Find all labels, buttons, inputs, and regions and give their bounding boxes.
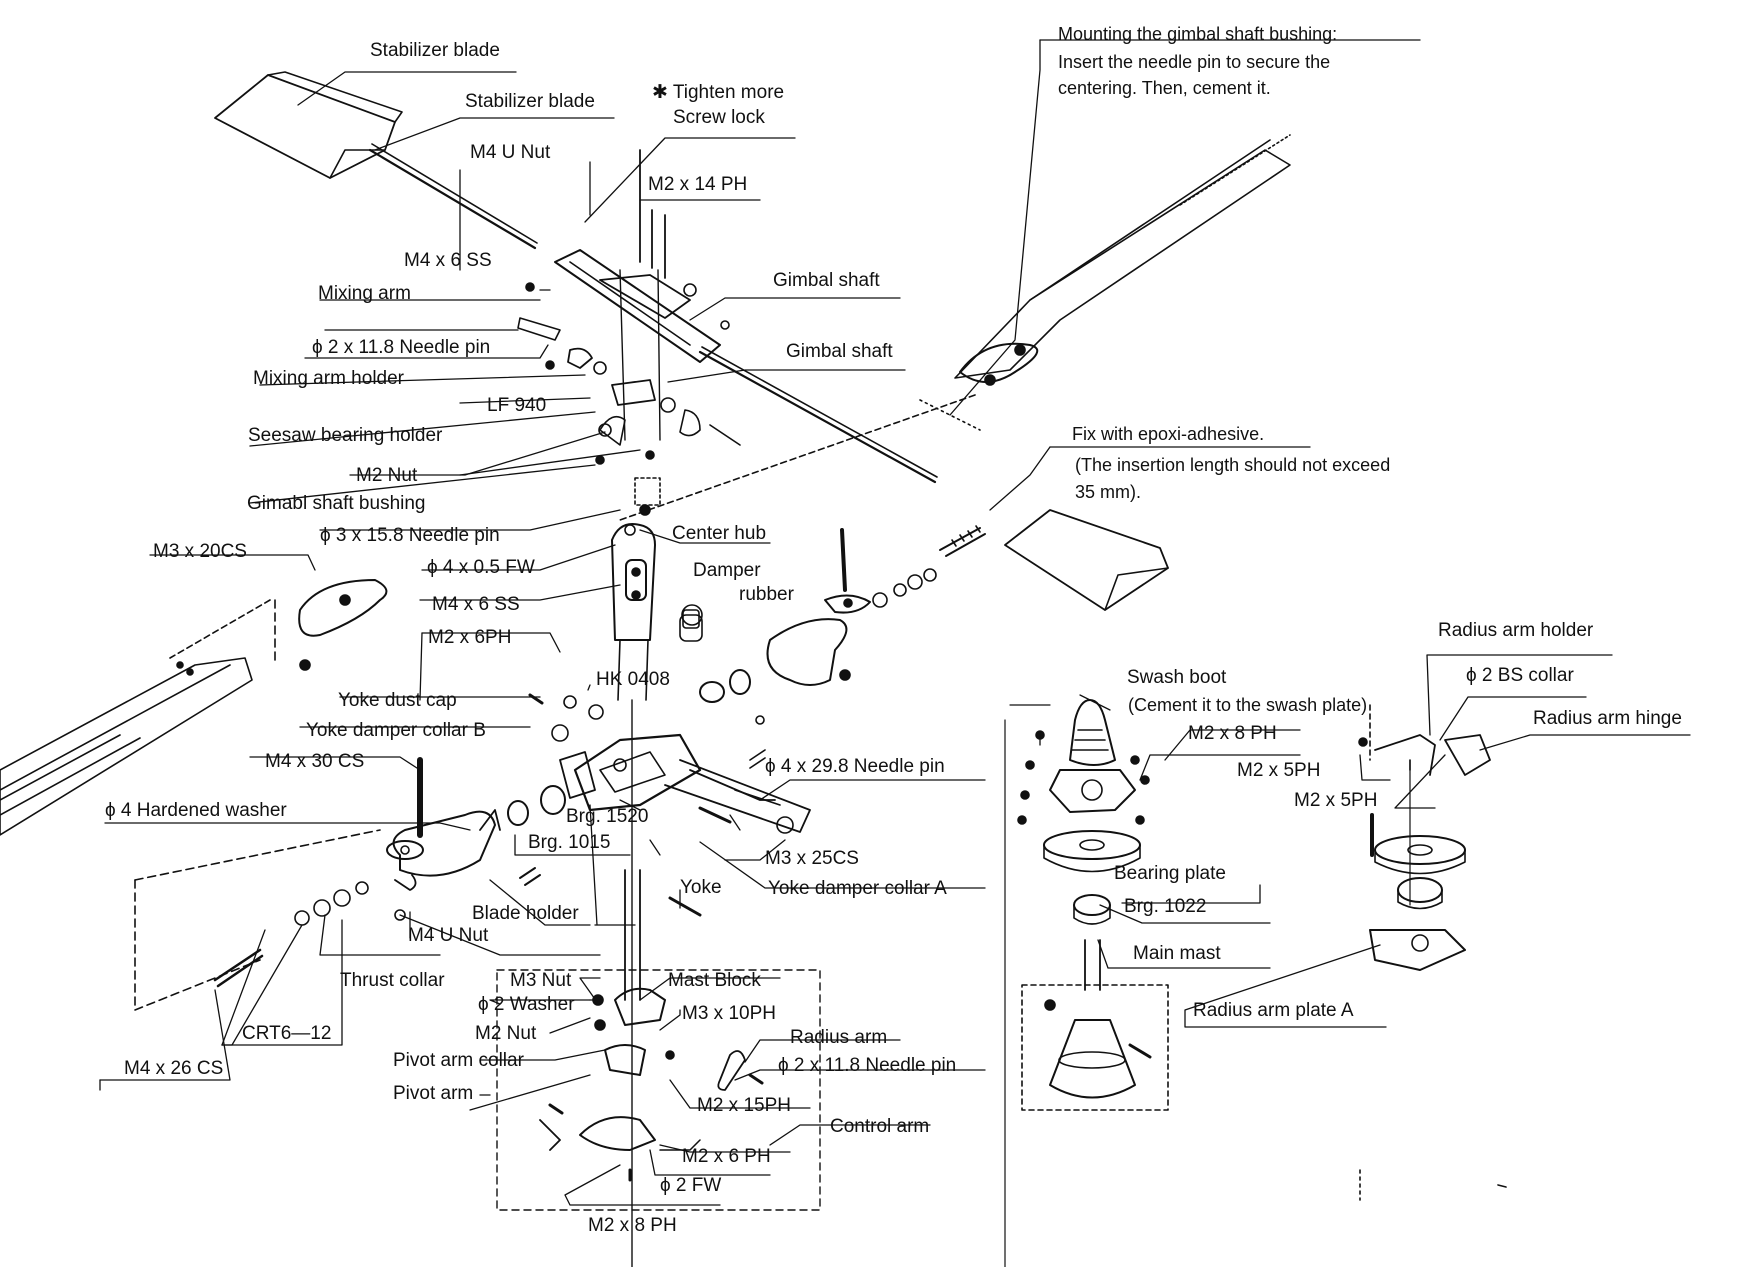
label-pivot-arm: Pivot arm — [393, 1083, 474, 1104]
label-m3x10ph: M3 x 10PH — [682, 1003, 776, 1024]
label-fw-2: ϕ 2 FW — [660, 1175, 722, 1196]
label-m4x6ss-top: M4 x 6 SS — [404, 250, 492, 271]
label-m4-u-nut-top: M4 U Nut — [470, 142, 551, 163]
label-needle-pin-3x158: ϕ 3 x 15.8 Needle pin — [320, 525, 500, 546]
label-yoke-damper-collar-b: Yoke damper collar B — [306, 720, 486, 741]
label-fw-4x05: ϕ 4 x 0.5 FW — [427, 557, 535, 578]
label-damper-1: Damper — [693, 560, 761, 581]
label-m2x5ph-2: M2 x 5PH — [1294, 790, 1378, 811]
note-gimbal-line1: Insert the needle pin to secure the — [1058, 52, 1331, 72]
label-washer-2: ϕ 2 Washer — [478, 994, 575, 1015]
label-brg1022: Brg. 1022 — [1124, 896, 1207, 917]
label-pivot-arm-collar: Pivot arm collar — [393, 1050, 524, 1071]
label-m2x15ph: M2 x 15PH — [697, 1095, 791, 1116]
label-radius-arm-plate-a: Radius arm plate A — [1193, 1000, 1354, 1021]
label-yoke-damper-collar-a: Yoke damper collar A — [768, 878, 947, 899]
label-m2x5ph-1: M2 x 5PH — [1237, 760, 1321, 781]
label-mast-block: Mast Block — [668, 970, 761, 991]
label-crt6-12: CRT6—12 — [242, 1023, 332, 1044]
stabilizer-assembly — [214, 71, 1169, 611]
label-seesaw-bearing-holder: Seesaw bearing holder — [248, 425, 443, 446]
label-brg1520: Brg. 1520 — [566, 806, 649, 827]
label-m3-nut: M3 Nut — [510, 970, 572, 991]
label-m2x14ph: M2 x 14 PH — [648, 174, 748, 195]
label-m2-nut-top: M2 Nut — [356, 465, 418, 486]
label-lf940: LF 940 — [487, 395, 547, 416]
leader-lines — [99, 39, 1691, 1206]
label-gimbal-shaft-1: Gimbal shaft — [773, 270, 880, 291]
label-swash-boot: Swash boot — [1127, 667, 1227, 688]
label-radius-arm: Radius arm — [790, 1027, 888, 1048]
note-gimbal-line2: centering. Then, cement it. — [1058, 78, 1271, 98]
radius-arm-assembly — [1358, 704, 1507, 1201]
label-radius-arm-holder: Radius arm holder — [1438, 620, 1594, 641]
center-hub-and-mast — [611, 523, 703, 1267]
label-needle-pin-4x298: ϕ 4 x 29.8 Needle pin — [765, 756, 945, 777]
label-tighten-more: ✱ Tighten more — [652, 82, 785, 103]
label-m3x25cs: M3 x 25CS — [765, 848, 859, 869]
main-rotor-blades — [0, 134, 1291, 836]
note-epoxy-title: Fix with epoxi-adhesive. — [1072, 424, 1265, 444]
gimbal-assembly — [517, 149, 741, 516]
label-stabilizer-blade-2: Stabilizer blade — [465, 91, 595, 112]
swash-plate-assembly — [1004, 699, 1169, 1267]
label-brg1015: Brg. 1015 — [528, 832, 611, 853]
label-yoke: Yoke — [680, 877, 722, 898]
note-epoxy-line1: (The insertion length should not exceed — [1075, 455, 1391, 475]
label-bearing-plate: Bearing plate — [1114, 863, 1226, 884]
note-gimbal-title: Mounting the gimbal shaft bushing: — [1058, 24, 1338, 44]
label-m2x6ph-low: M2 x 6 PH — [682, 1146, 771, 1167]
label-hardened-washer: ϕ 4 Hardened washer — [105, 800, 287, 821]
label-damper-2: rubber — [739, 584, 794, 605]
note-epoxy-line2: 35 mm). — [1075, 482, 1142, 502]
label-m4x26cs: M4 x 26 CS — [124, 1058, 224, 1079]
label-gimbal-shaft-2: Gimbal shaft — [786, 341, 893, 362]
label-center-hub: Center hub — [672, 523, 767, 544]
label-m4-u-nut-low: M4 U Nut — [408, 925, 489, 946]
label-hk0408: HK 0408 — [596, 669, 670, 690]
label-main-mast: Main mast — [1133, 943, 1221, 964]
label-m2x8ph-swash: M2 x 8 PH — [1188, 723, 1277, 744]
label-gimabl-shaft-bushing: Gimabl shaft bushing — [247, 493, 426, 514]
label-m3x20cs: M3 x 20CS — [153, 541, 247, 562]
label-blade-holder: Blade holder — [472, 903, 579, 924]
label-m4x6ss-mid: M4 x 6 SS — [432, 594, 520, 615]
label-m2x8ph-low: M2 x 8 PH — [588, 1215, 677, 1236]
label-thrust-collar: Thrust collar — [340, 970, 445, 991]
mast-block-assembly — [496, 969, 821, 1211]
label-bs-collar: ϕ 2 BS collar — [1466, 665, 1574, 686]
label-m4x30cs: M4 x 30 CS — [265, 751, 365, 772]
label-m2-nut-low: M2 Nut — [475, 1023, 537, 1044]
label-needle-pin-2x118-top: ϕ 2 x 11.8 Needle pin — [312, 337, 491, 358]
label-needle-pin-2x118-low: ϕ 2 x 11.8 Needle pin — [778, 1055, 957, 1076]
note-swash-cement: (Cement it to the swash plate) — [1128, 695, 1368, 715]
label-control-arm: Control arm — [830, 1116, 930, 1137]
label-stabilizer-blade-1: Stabilizer blade — [370, 40, 500, 61]
label-yoke-dust-cap: Yoke dust cap — [338, 690, 457, 711]
label-radius-arm-hinge: Radius arm hinge — [1533, 708, 1682, 729]
label-screw-lock: Screw lock — [673, 107, 765, 128]
label-mixing-arm: Mixing arm — [318, 283, 411, 304]
label-m2x6ph-mid: M2 x 6PH — [428, 627, 512, 648]
label-mixing-arm-holder: Mixing arm holder — [253, 368, 404, 389]
